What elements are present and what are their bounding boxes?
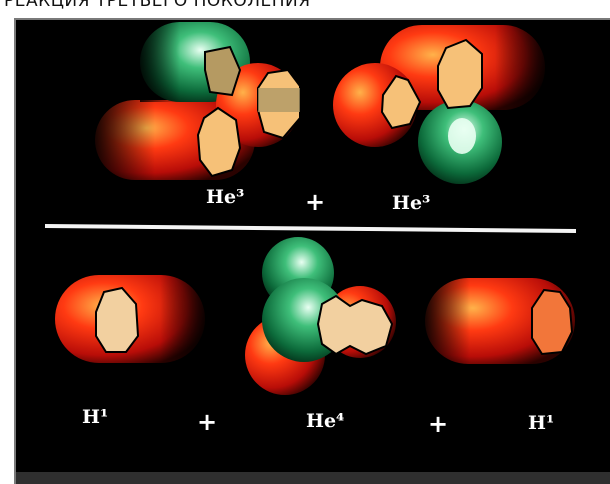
hydrogen1-proton-right [425, 278, 575, 364]
label-h1-right: H¹ [528, 412, 555, 434]
contact-shade [258, 88, 300, 112]
contact-patch [196, 106, 242, 178]
motion-fade [160, 275, 205, 363]
motion-fade [140, 22, 180, 102]
contact-patch [95, 286, 140, 353]
motion-fade [95, 100, 155, 180]
diagram-title: РЕАКЦИЯ ТРЕТЬЕГО ПОКОЛЕНИЯ [4, 0, 311, 11]
specular-highlight [448, 118, 476, 154]
label-h1-left: H¹ [82, 406, 109, 428]
reaction-divider [44, 224, 577, 233]
motion-fade [495, 25, 545, 110]
helium3-nucleus-left [95, 22, 301, 180]
bottom-strip [16, 472, 610, 484]
contact-patch [531, 288, 574, 356]
helium3-nucleus-right [333, 25, 545, 184]
contact-patch [437, 38, 483, 110]
plus-sign-bottom-right: + [428, 410, 449, 438]
label-he3-right: He³ [392, 192, 431, 214]
label-he4: He⁴ [306, 410, 345, 432]
helium4-nucleus [245, 237, 396, 395]
contact-patch [204, 45, 242, 97]
contact-patch [316, 294, 394, 356]
contact-patch [380, 74, 422, 130]
hydrogen1-proton-left [55, 275, 205, 363]
motion-fade [425, 278, 470, 364]
label-he3-left: He³ [206, 186, 245, 208]
plus-sign-top: + [305, 188, 326, 216]
plus-sign-bottom-left: + [197, 408, 218, 436]
